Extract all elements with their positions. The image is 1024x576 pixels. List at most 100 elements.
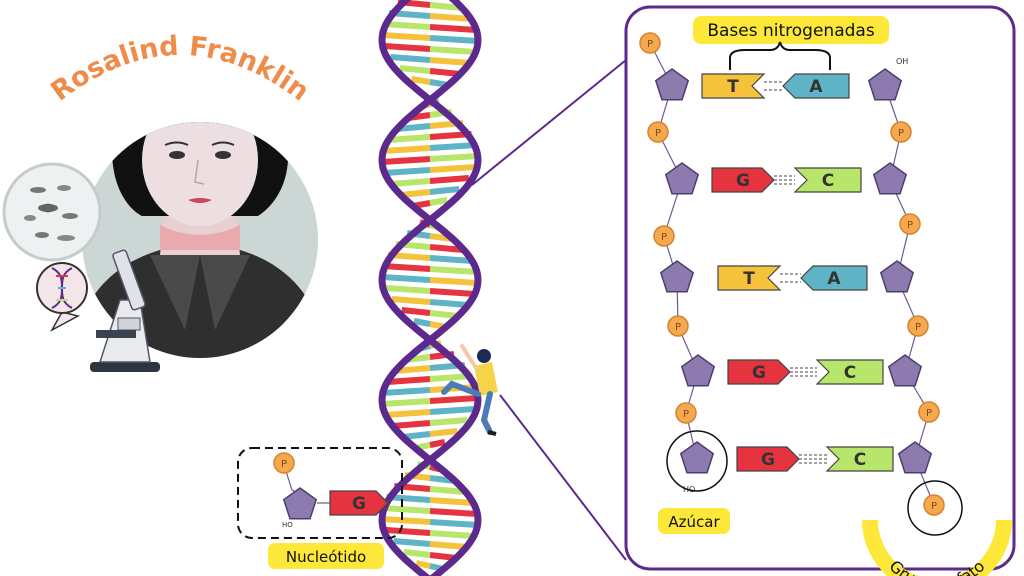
helix-rung — [429, 497, 474, 506]
backbone-line — [649, 42, 699, 460]
helix-rung — [394, 365, 431, 374]
sugar-pentagon-icon — [879, 260, 915, 293]
helix-rung — [381, 274, 431, 283]
phosphate-letter: P — [647, 39, 653, 50]
specimen-magnifier-icon — [2, 162, 102, 262]
helix-rung — [399, 65, 431, 74]
helix-rung — [392, 420, 431, 429]
helix-rung — [382, 505, 431, 514]
helix-rung — [403, 549, 431, 558]
helix-rung — [383, 21, 431, 30]
helix-rung — [429, 255, 473, 264]
helix-rung — [396, 123, 431, 132]
base-letter: G — [761, 450, 775, 470]
nucleotide-label: Nucleótido — [286, 548, 366, 566]
sugar-pentagon-icon — [282, 487, 318, 520]
helix-rung — [388, 134, 431, 143]
sugar-pentagon-icon — [897, 441, 933, 474]
helix-rung — [381, 32, 431, 41]
nitrogenous-base-a: A — [800, 265, 868, 291]
helix-rung — [429, 164, 476, 173]
phosphate-letter: P — [898, 128, 904, 139]
backbone-line — [884, 85, 935, 506]
phosphate-label-band — [862, 520, 1012, 576]
helix-rung — [429, 197, 448, 206]
helix-rung — [429, 299, 469, 308]
phosphate-letter: P — [661, 232, 667, 243]
phosphate-letter: P — [907, 220, 913, 231]
oh-label: OH — [896, 57, 908, 66]
microscope-icon — [90, 249, 160, 372]
sugar-pentagon-icon — [654, 68, 690, 101]
helix-rung — [384, 43, 431, 52]
base-letter: C — [844, 363, 856, 383]
base-letter: A — [809, 77, 823, 97]
sugar-pentagon-icon — [867, 68, 903, 101]
helix-rung — [429, 428, 458, 437]
base-letter: G — [752, 363, 766, 383]
helix-rung — [382, 398, 431, 407]
phosphate-group-icon: P — [675, 402, 697, 424]
helix-rung — [429, 486, 466, 495]
helix-rung — [401, 307, 431, 316]
phosphate-letter: P — [931, 501, 937, 512]
phosphate-group-icon: P — [918, 401, 940, 423]
sugar-pentagon-icon — [679, 441, 715, 474]
nitrogenous-base-g: G — [711, 167, 775, 193]
helix-rung — [429, 266, 478, 275]
phosphate-letter: P — [675, 322, 681, 333]
phosphate-letter: P — [683, 409, 689, 420]
sugar-pentagon-icon — [872, 162, 908, 195]
helix-rung — [429, 288, 476, 297]
nitrogenous-base-c: C — [793, 167, 862, 193]
nucleotide-label-box — [268, 543, 384, 569]
nitrogenous-base-g: G — [736, 446, 800, 472]
sugar-pentagon-icon — [664, 162, 700, 195]
helix-rung — [429, 530, 475, 539]
helix-rung — [390, 178, 431, 187]
phosphate-group-icon: P — [647, 121, 669, 143]
helix-rung — [429, 417, 468, 426]
phosphate-group-icon: P — [639, 32, 661, 54]
base-letter: C — [822, 171, 834, 191]
phosphate-letter: P — [281, 459, 287, 470]
helix-rung — [429, 277, 479, 286]
helix-rung — [384, 167, 431, 176]
helix-rung — [429, 68, 461, 77]
helix-rung — [391, 296, 431, 305]
helix-rung — [382, 516, 431, 525]
helix-rung — [429, 439, 446, 448]
nucleotide-box — [237, 447, 403, 539]
helix-rung — [385, 409, 431, 418]
ho-label: HO — [282, 521, 293, 529]
nitrogenous-base-c: C — [825, 446, 894, 472]
phosphate-letter: P — [926, 408, 932, 419]
helix-rung — [429, 24, 477, 33]
phosphate-group-icon: P — [899, 213, 921, 235]
dna-strand — [378, 0, 482, 576]
phosphate-group-icon: P — [907, 315, 929, 337]
phosphate-group-icon: P — [653, 225, 675, 247]
bases-brace — [729, 41, 831, 70]
helix-rung — [429, 175, 470, 184]
phosphate-group-icon: P — [890, 121, 912, 143]
helix-rung — [413, 318, 431, 327]
nitrogenous-base-t: T — [717, 265, 782, 291]
sugar-pentagon-icon — [659, 260, 695, 293]
helix-rung — [411, 76, 431, 85]
helix-rung — [429, 395, 478, 404]
helix-rung — [384, 285, 431, 294]
helix-rung — [385, 527, 431, 536]
helix-rung — [429, 541, 467, 550]
base-letter: C — [854, 450, 866, 470]
sugar-highlight-circle — [666, 430, 728, 492]
helix-rung — [429, 153, 479, 162]
helix-rung — [390, 54, 431, 63]
helix-rung — [429, 244, 465, 253]
zoom-line — [471, 59, 627, 186]
phosphate-group-icon: P — [273, 452, 295, 474]
helix-rung — [429, 310, 459, 319]
climbing-person-icon — [441, 344, 498, 436]
bases-label: Bases nitrogenadas — [707, 21, 874, 41]
helix-rung — [429, 142, 477, 151]
